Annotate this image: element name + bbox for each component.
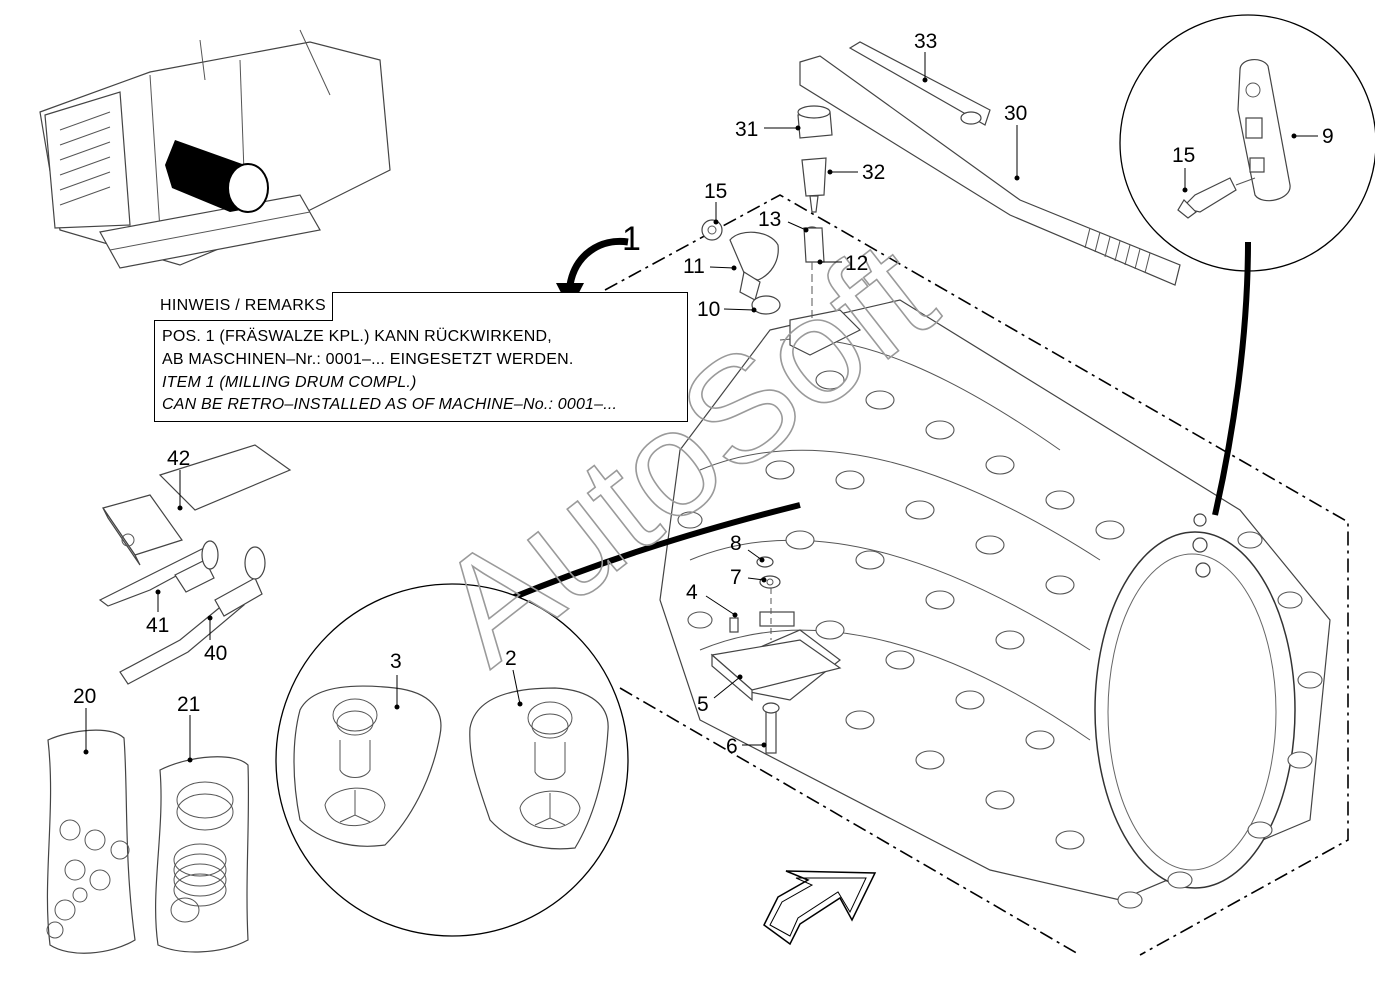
callout-9: 9 xyxy=(1322,125,1334,148)
remark-line-2: AB MASCHINEN–Nr.: 0001–... EINGESETZT WE… xyxy=(162,351,574,368)
milling-drum xyxy=(659,299,1331,909)
remark-line-3: ITEM 1 (MILLING DRUM COMPL.) xyxy=(162,374,417,391)
callout-32: 32 xyxy=(862,161,885,184)
callout-13: 13 xyxy=(758,208,781,231)
direction-arrow xyxy=(763,870,877,946)
callout-33: 33 xyxy=(914,30,937,53)
callout-15-detail: 15 xyxy=(1172,144,1195,167)
callout-7: 7 xyxy=(730,566,742,589)
callout-11: 11 xyxy=(683,255,705,278)
callout-4: 4 xyxy=(686,581,698,604)
callout-20: 20 xyxy=(73,685,96,708)
detail-circle-bottom xyxy=(275,583,629,937)
callout-41: 41 xyxy=(146,614,169,637)
detail-circle-top xyxy=(1119,14,1375,272)
callout-8: 8 xyxy=(730,532,742,555)
callout-30: 30 xyxy=(1004,102,1027,125)
item-1-label: 1 xyxy=(622,220,641,258)
callout-21: 21 xyxy=(177,693,200,716)
callout-10: 10 xyxy=(697,298,720,321)
callout-3: 3 xyxy=(390,650,402,673)
machine-thumbnail xyxy=(39,29,391,269)
callout-40: 40 xyxy=(204,642,227,665)
callout-2: 2 xyxy=(505,647,517,670)
parts-bags xyxy=(46,729,250,954)
remark-line-1: POS. 1 (FRÄSWALZE KPL.) KANN RÜCKWIRKEND… xyxy=(162,328,552,345)
callout-5: 5 xyxy=(697,693,709,716)
callout-31: 31 xyxy=(735,118,758,141)
small-parts xyxy=(701,219,862,356)
remarks-heading: HINWEIS / REMARKS xyxy=(154,292,334,321)
callout-42: 42 xyxy=(167,447,190,470)
callout-6: 6 xyxy=(726,735,738,758)
remark-line-4: CAN BE RETRO–INSTALLED AS OF MACHINE–No.… xyxy=(162,396,618,413)
callout-15-top: 15 xyxy=(704,180,727,203)
callouts: 33 30 31 32 15 13 12 11 10 9 15 42 xyxy=(73,30,1334,763)
callout-12: 12 xyxy=(845,252,868,275)
hand-tools xyxy=(98,444,292,685)
lance-assembly xyxy=(797,41,1181,286)
